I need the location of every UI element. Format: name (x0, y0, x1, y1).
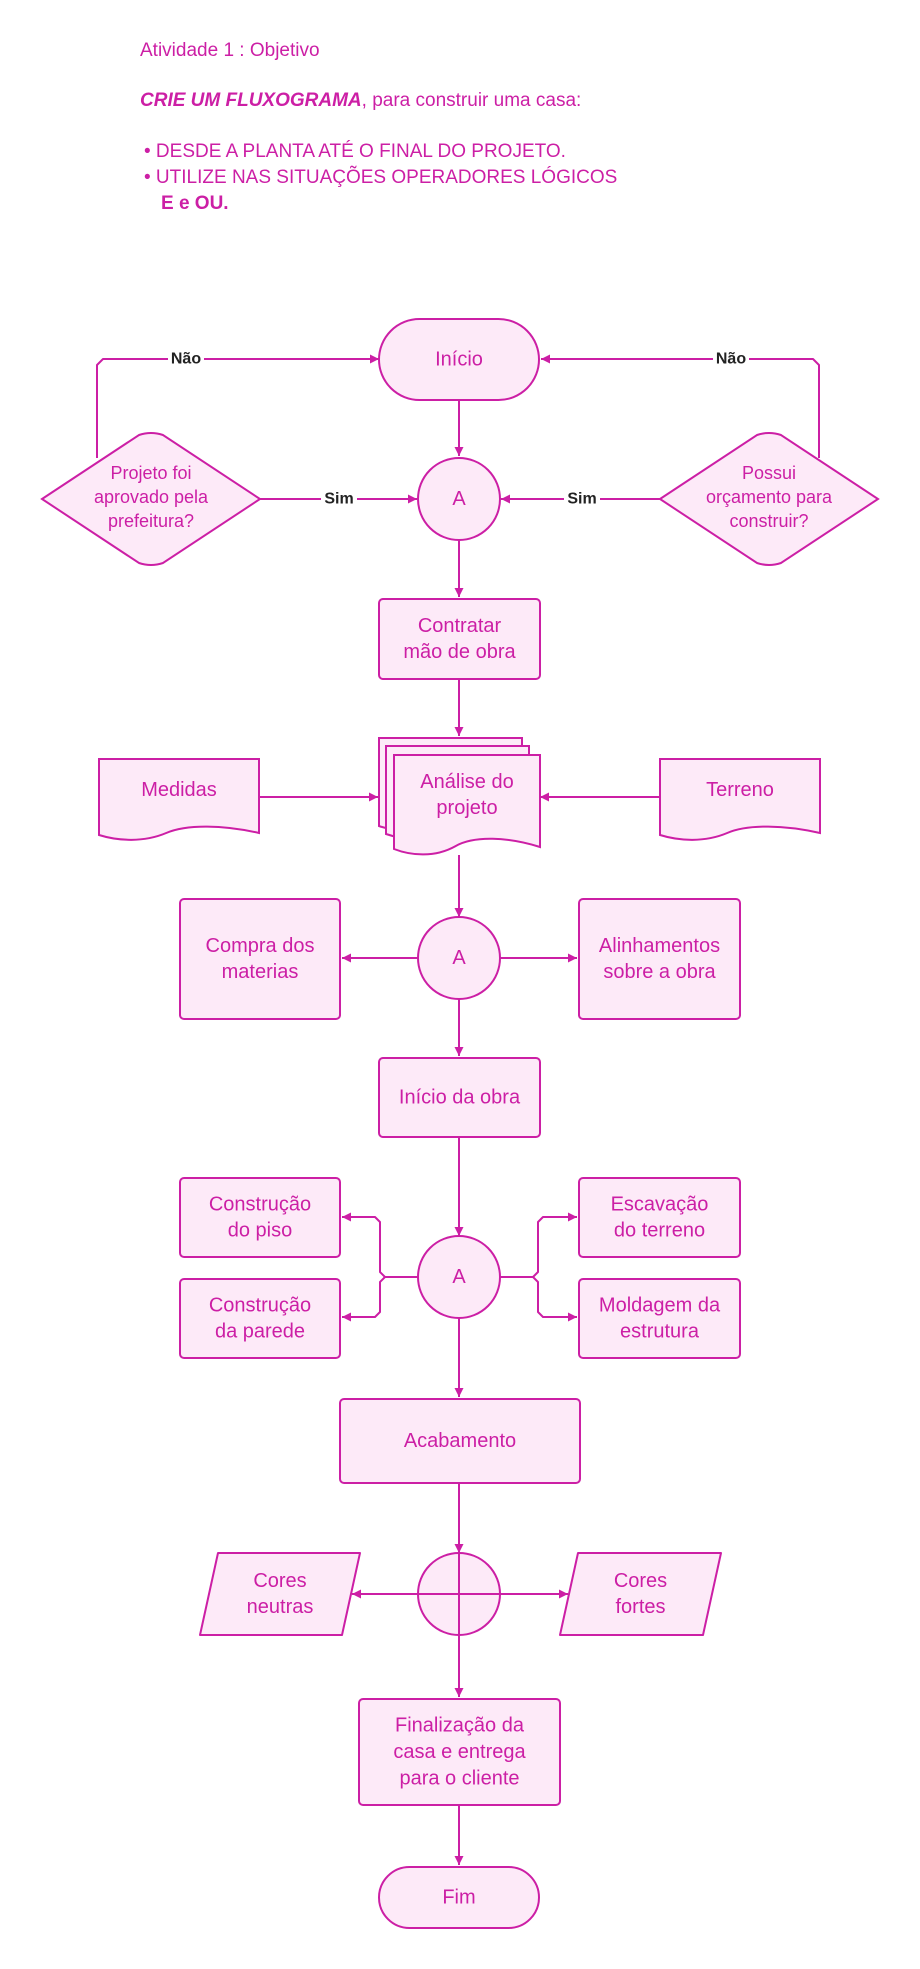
node-parede (179, 1278, 341, 1359)
node-acabamento-label: Acabamento (404, 1430, 516, 1452)
node-cores-neutras (199, 1552, 361, 1636)
instruction-bullets: • DESDE A PLANTA ATÉ O FINAL DO PROJETO.… (144, 139, 617, 217)
node-decision-orcamento (658, 432, 880, 566)
edge-label-sim-left: Sim (324, 491, 353, 508)
edge-label-nao-left-bg (168, 349, 204, 369)
edge-label-nao-right-bg (713, 349, 749, 369)
activity-title: Atividade 1 : Objetivo (140, 40, 320, 61)
edge-decision-right-nao (541, 354, 820, 458)
node-inicio-obra-label: Início da obra (399, 1087, 521, 1109)
edge-label-nao-left: Não (171, 351, 201, 368)
node-moldagem (578, 1278, 741, 1359)
node-connector-a1-label: A (452, 488, 466, 510)
node-fim (378, 1866, 540, 1929)
edge-a3-to-parede (342, 1276, 418, 1322)
node-medidas (98, 758, 260, 841)
node-connector-a2-label: A (452, 947, 466, 969)
instruction-rest: , para construir uma casa: (361, 90, 582, 111)
node-escavacao (578, 1177, 741, 1258)
bullet-1: • DESDE A PLANTA ATÉ O FINAL DO PROJETO. (144, 141, 566, 162)
bullet-2: • UTILIZE NAS SITUAÇÕES OPERADORES LÓGIC… (144, 167, 618, 188)
node-compra (179, 898, 341, 1020)
node-decision-prefeitura (40, 432, 262, 566)
node-analise (393, 754, 541, 856)
node-contratar (378, 598, 541, 680)
edge-label-nao-right: Não (716, 351, 746, 368)
edge-a3-to-moldagem (500, 1276, 577, 1322)
node-finalizacao (358, 1698, 561, 1806)
node-connector-a3 (417, 1235, 501, 1319)
instruction-bold: CRIE UM FLUXOGRAMA (140, 90, 362, 111)
node-connector-a3-label: A (452, 1266, 466, 1288)
edge-decision-left-nao (96, 354, 379, 458)
edge-a3-to-escavacao (500, 1212, 577, 1278)
node-terreno-label: Terreno (706, 779, 774, 801)
instruction-line: CRIE UM FLUXOGRAMA, para construir uma c… (140, 90, 581, 112)
node-cores-fortes (559, 1552, 722, 1636)
node-inicio-label: Início (435, 349, 483, 371)
node-piso (179, 1177, 341, 1258)
node-fim-label: Fim (442, 1887, 475, 1909)
edge-a3-to-piso (342, 1212, 418, 1278)
node-connector-a2 (417, 916, 501, 1000)
node-medidas-label: Medidas (141, 779, 217, 801)
flowchart-shapes (40, 318, 880, 1929)
node-alinhamentos (578, 898, 741, 1020)
node-inicio-obra (378, 1057, 541, 1138)
node-acabamento (339, 1398, 581, 1484)
bullet-2-continuation: E e OU. (161, 193, 229, 214)
node-connector-a1 (417, 457, 501, 541)
node-inicio (378, 318, 540, 401)
edge-label-sim-left-bg (321, 489, 357, 509)
node-terreno (659, 758, 821, 841)
edge-label-sim-right-bg (564, 489, 600, 509)
edge-label-sim-right: Sim (567, 491, 596, 508)
